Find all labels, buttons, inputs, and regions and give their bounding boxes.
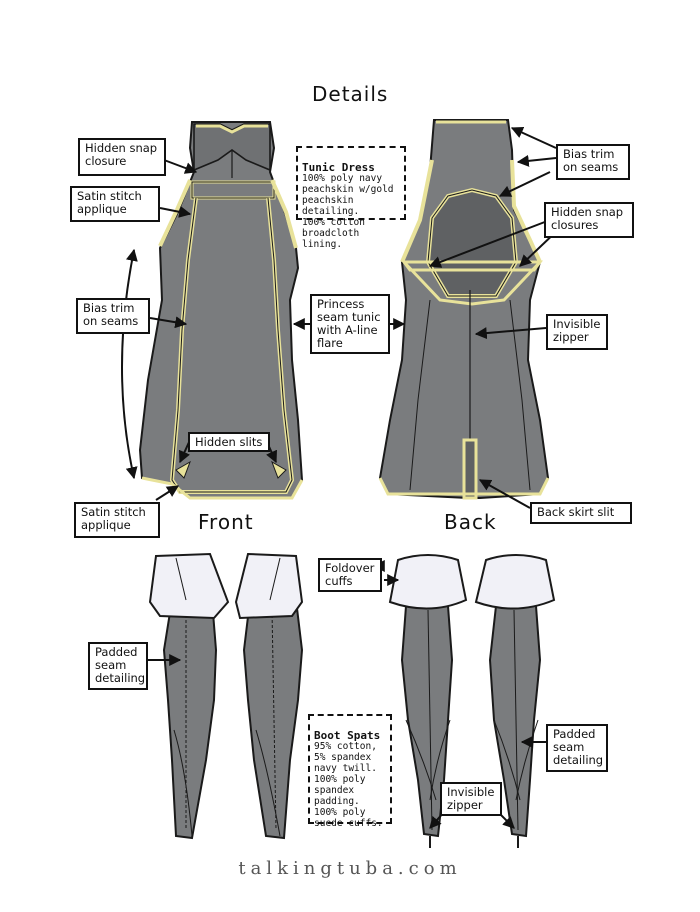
page-title: Details (312, 82, 389, 106)
callout-hidden-snap-closure: Hidden snap closure (78, 138, 166, 176)
boot-spat-4 (474, 554, 556, 848)
callout-bias-trim-back: Bias trim on seams (556, 144, 630, 180)
boot-spats-note-body: 95% cotton, 5% spandex navy twill. 100% … (314, 741, 383, 829)
footer-watermark: talkingtuba.com (238, 858, 462, 879)
back-dress (378, 119, 550, 500)
callout-foldover-cuffs: Foldover cuffs (318, 558, 382, 592)
callout-invisible-zipper-dress: Invisible zipper (546, 314, 608, 350)
tunic-dress-note-body: 100% poly navy peachskin w/gold peachski… (302, 173, 394, 250)
boot-spat-2 (234, 552, 304, 840)
callout-princess-seam: Princess seam tunic with A-line flare (310, 294, 390, 354)
boot-spat-3 (388, 554, 468, 848)
cuff-3 (388, 554, 468, 610)
callout-padded-seam-right: Padded seam detailing (546, 724, 608, 772)
cuff-1 (148, 552, 230, 620)
back-label: Back (444, 510, 497, 534)
front-label: Front (198, 510, 254, 534)
boot-spats-note-title: Boot Spats (314, 729, 381, 742)
callout-hidden-slits: Hidden slits (188, 432, 270, 452)
callout-bias-trim-front: Bias trim on seams (76, 298, 150, 334)
cuff-4 (474, 554, 556, 610)
front-collar (193, 123, 271, 172)
callout-back-skirt-slit: Back skirt slit (530, 502, 632, 524)
back-slit (462, 438, 478, 500)
callout-padded-seam-left: Padded seam detailing (88, 642, 148, 690)
callout-satin-stitch-top: Satin stitch applique (70, 186, 160, 222)
tunic-dress-note-title: Tunic Dress (302, 161, 375, 174)
boot-spat-1 (148, 552, 230, 840)
cuff-2 (234, 552, 304, 620)
callout-satin-stitch-bottom: Satin stitch applique (74, 502, 160, 538)
callout-invisible-zipper-boots: Invisible zipper (440, 782, 502, 816)
callout-hidden-snap-closures: Hidden snap closures (544, 202, 634, 238)
